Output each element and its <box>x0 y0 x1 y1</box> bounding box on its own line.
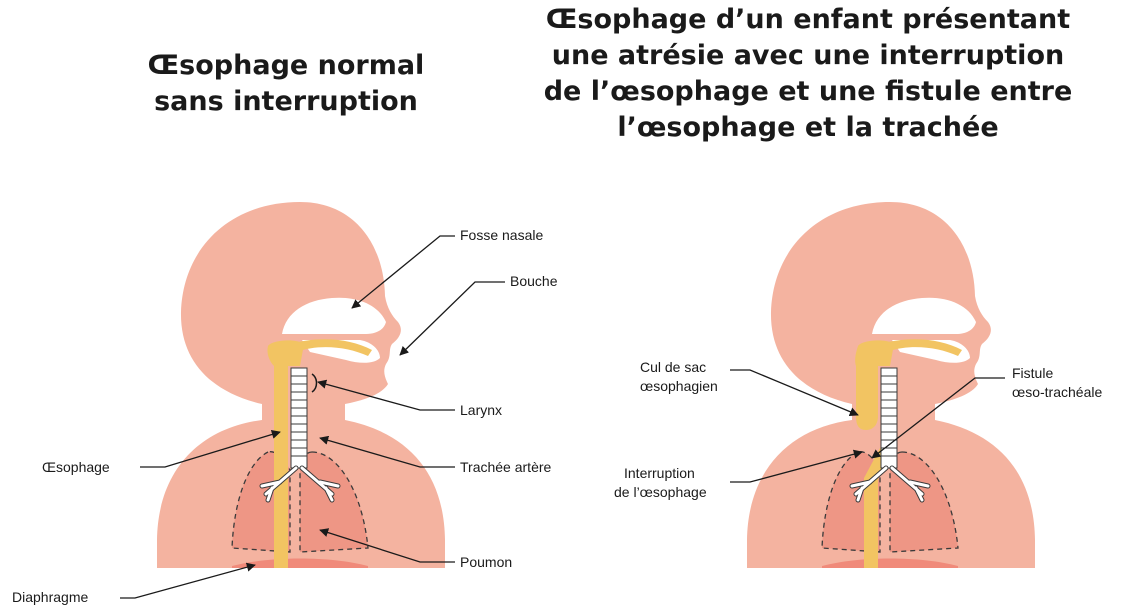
label-fosse-nasale: Fosse nasale <box>460 227 543 243</box>
label-bouche: Bouche <box>510 273 558 289</box>
label-fistule-2: œso-trachéale <box>1012 384 1102 400</box>
label-cul-de-sac: Cul de sac <box>640 359 706 375</box>
label-poumon: Poumon <box>460 554 512 570</box>
label-diaphragme: Diaphragme <box>12 589 88 605</box>
figure-normal <box>157 202 445 572</box>
label-trachee: Trachée artère <box>460 459 552 475</box>
label-interruption-2: de l’œsophage <box>614 484 707 500</box>
label-fistule: Fistule <box>1012 365 1053 381</box>
label-interruption: Interruption <box>624 465 695 481</box>
label-oesophage: Œsophage <box>42 459 110 475</box>
label-larynx: Larynx <box>460 402 502 418</box>
label-cul-de-sac-2: œsophagien <box>640 378 718 394</box>
